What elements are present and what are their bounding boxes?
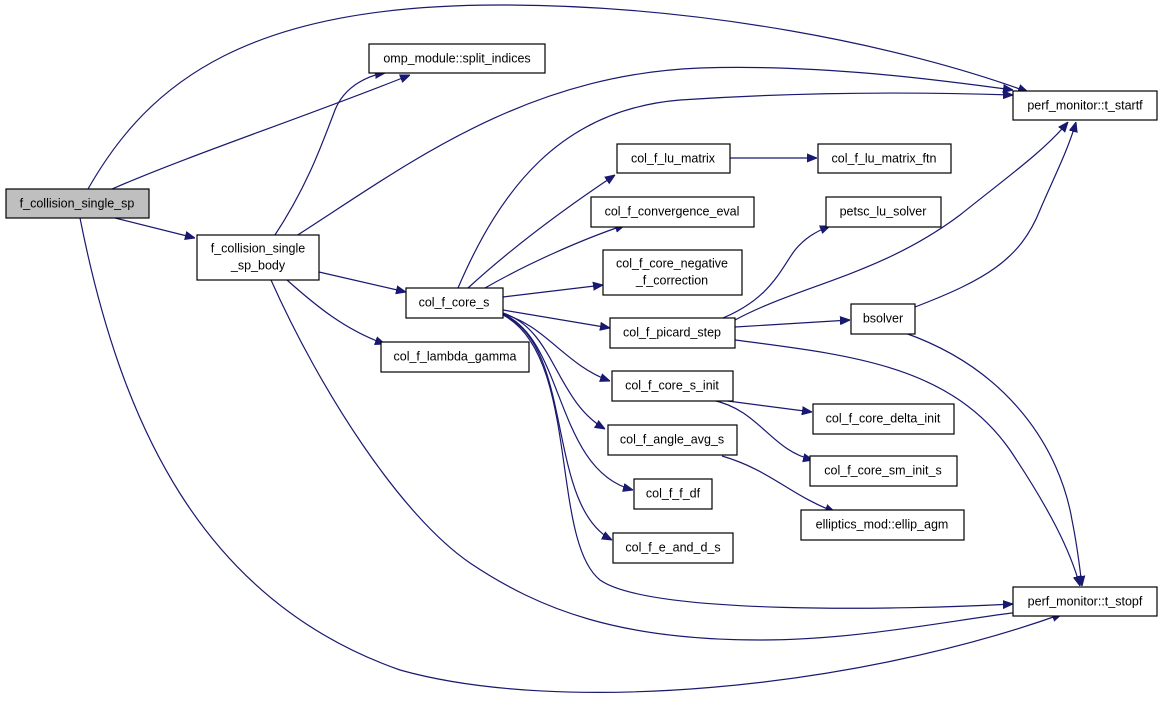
node-label-line-1: f_collision_single xyxy=(211,241,306,255)
edge-core-conv xyxy=(484,225,625,289)
node-col-f-core-negative-f-correction[interactable]: col_f_core_negative _f_correction xyxy=(602,249,743,296)
edge-bsolv-tstop xyxy=(904,332,1082,586)
node-col-f-e-and-d-s[interactable]: col_f_e_and_d_s xyxy=(612,532,734,564)
node-label-line-1: col_f_core_negative xyxy=(616,256,728,270)
node-label: col_f_angle_avg_s xyxy=(620,432,724,446)
node-col-f-angle-avg-s[interactable]: col_f_angle_avg_s xyxy=(607,424,738,456)
nodes: f_collision_single_sp f_collision_single… xyxy=(5,43,1158,617)
node-col-f-f-df[interactable]: col_f_f_df xyxy=(633,478,713,510)
edge-init-delta xyxy=(719,399,812,412)
edges xyxy=(79,4,1082,693)
edge-body-omp xyxy=(272,73,385,239)
node-label-line-2: _sp_body xyxy=(230,258,286,272)
node-label-line-2: _f_correction xyxy=(635,273,708,287)
edge-body-tstop xyxy=(270,279,1035,641)
edge-core-tstart xyxy=(457,93,1013,289)
node-col-f-lu-matrix[interactable]: col_f_lu_matrix xyxy=(616,143,731,174)
node-label: bsolver xyxy=(863,311,903,325)
node-label: perf_monitor::t_startf xyxy=(1027,98,1143,112)
edge-body-core xyxy=(318,271,406,292)
edge-body-lambda xyxy=(286,279,385,344)
edge-core-picard xyxy=(502,309,610,328)
edge-picard-bsolv xyxy=(734,320,850,328)
node-f-collision-single-sp[interactable]: f_collision_single_sp xyxy=(5,188,150,219)
node-col-f-core-s[interactable]: col_f_core_s xyxy=(405,287,504,319)
edge-root-body xyxy=(114,217,195,238)
node-label: col_f_convergence_eval xyxy=(605,204,740,218)
node-col-f-lambda-gamma[interactable]: col_f_lambda_gamma xyxy=(380,341,530,373)
node-label: col_f_core_s xyxy=(419,295,490,309)
edge-picard-tstop xyxy=(734,339,1080,586)
node-label: col_f_f_df xyxy=(646,486,701,500)
node-label: col_f_core_s_init xyxy=(625,378,719,392)
edge-root-tstop xyxy=(79,217,1062,693)
node-label: col_f_lu_matrix xyxy=(631,151,716,165)
node-col-f-convergence-eval[interactable]: col_f_convergence_eval xyxy=(590,196,755,228)
node-label: col_f_e_and_d_s xyxy=(625,540,720,554)
node-label: col_f_lambda_gamma xyxy=(394,349,517,363)
edge-picard-tstart xyxy=(734,122,1068,321)
edge-core-eandd xyxy=(502,314,612,540)
node-label: col_f_lu_matrix_ftn xyxy=(832,151,937,165)
node-label: col_f_picard_step xyxy=(623,325,721,339)
edge-core-angle xyxy=(502,312,605,429)
node-label: petsc_lu_solver xyxy=(840,204,927,218)
edge-root-omp xyxy=(111,74,410,190)
edge-body-tstart xyxy=(292,66,1013,239)
edge-init-sminit xyxy=(711,399,813,460)
node-col-f-lu-matrix-ftn[interactable]: col_f_lu_matrix_ftn xyxy=(817,143,952,174)
edge-core-tstop xyxy=(502,314,1013,608)
edge-root-tstart xyxy=(87,4,1028,190)
node-label: col_f_core_delta_init xyxy=(826,411,941,425)
node-col-f-core-sm-init-s[interactable]: col_f_core_sm_init_s xyxy=(809,455,958,487)
edge-core-neg xyxy=(502,285,603,298)
edge-angle-ellip xyxy=(721,455,835,512)
node-omp-module-split-indices[interactable]: omp_module::split_indices xyxy=(368,43,546,74)
node-perf-monitor-t-startf[interactable]: perf_monitor::t_startf xyxy=(1012,90,1158,121)
edge-bsolv-tstart xyxy=(914,122,1076,308)
edge-core-ffdf xyxy=(502,313,633,490)
node-bsolver[interactable]: bsolver xyxy=(850,303,916,335)
node-elliptics-mod-ellip-agm[interactable]: elliptics_mod::ellip_agm xyxy=(800,509,965,541)
node-petsc-lu-solver[interactable]: petsc_lu_solver xyxy=(825,196,942,228)
node-col-f-core-delta-init[interactable]: col_f_core_delta_init xyxy=(812,403,955,435)
node-label: perf_monitor::t_stopf xyxy=(1028,594,1143,608)
node-label: omp_module::split_indices xyxy=(383,51,530,65)
edge-picard-petsc xyxy=(717,225,830,321)
node-label: elliptics_mod::ellip_agm xyxy=(816,517,949,531)
node-label: f_collision_single_sp xyxy=(20,196,135,210)
node-perf-monitor-t-stopf[interactable]: perf_monitor::t_stopf xyxy=(1012,586,1158,617)
node-label: col_f_core_sm_init_s xyxy=(824,463,941,477)
node-col-f-picard-step[interactable]: col_f_picard_step xyxy=(609,317,736,349)
node-col-f-core-s-init[interactable]: col_f_core_s_init xyxy=(611,370,734,402)
edge-core-lu xyxy=(467,175,615,289)
node-f-collision-single-sp-body[interactable]: f_collision_single _sp_body xyxy=(196,234,320,281)
